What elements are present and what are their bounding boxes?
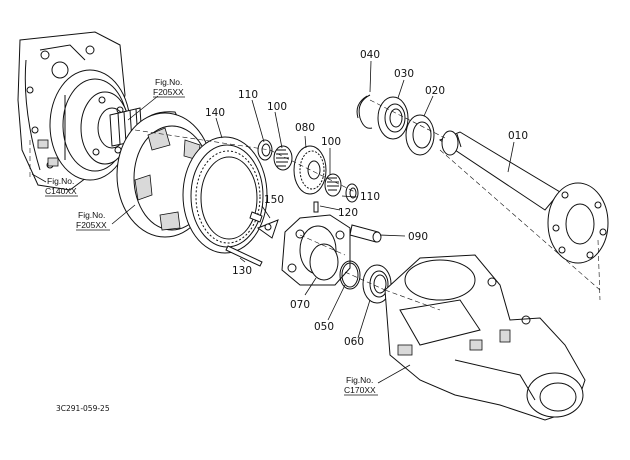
label-120: 120: [338, 207, 358, 219]
label-060: 060: [344, 336, 364, 348]
label-100-left: 100: [267, 101, 287, 113]
fig-ref-f205-top-line1: Fig.No.: [155, 77, 182, 87]
washer-150: [249, 211, 279, 239]
label-080: 080: [295, 122, 315, 134]
label-110-left: 110: [238, 89, 258, 101]
fig-ref-c140-line1: Fig.No.: [47, 176, 74, 186]
fig-ref-c170-line2: C170XX: [344, 385, 376, 395]
fig-ref-f205-left-line1: Fig.No.: [78, 210, 105, 220]
hub-disc: [49, 69, 131, 181]
part-labels: 010 020 030 040 050 060 070 080 090 100 …: [205, 49, 528, 348]
label-130: 130: [232, 265, 252, 277]
assembly-lines: [29, 99, 601, 311]
bearing-030: [377, 96, 409, 140]
label-090: 090: [408, 231, 428, 243]
label-050: 050: [314, 321, 334, 333]
fig-ref-c140-line2: C140XX: [45, 186, 77, 196]
snap-ring-050: [339, 260, 361, 290]
label-040: 040: [360, 49, 380, 61]
ring-gear-140: [182, 136, 268, 254]
figure-references: Fig.No. F205XX Fig.No. C140XX Fig.No. F2…: [45, 77, 378, 396]
label-020: 020: [425, 85, 445, 97]
drawing-code: 3C291-059-25: [56, 404, 110, 413]
axle-housing: [384, 254, 586, 421]
needle-bearing-100-right: [324, 173, 342, 197]
fig-ref-f205-left-line2: F205XX: [76, 220, 107, 230]
bearing-060: [362, 264, 392, 304]
carrier-070: [281, 214, 351, 286]
oil-seal-020: [405, 114, 435, 156]
circlip-040: [356, 94, 373, 129]
label-010: 010: [508, 130, 528, 142]
label-030: 030: [394, 68, 414, 80]
label-070: 070: [290, 299, 310, 311]
label-140: 140: [205, 107, 225, 119]
shaft-090: [349, 224, 382, 243]
axle-shaft-010: [438, 130, 609, 264]
fig-ref-c170-line1: Fig.No.: [346, 375, 373, 385]
needle-bearing-100-left: [273, 145, 293, 171]
label-110-right: 110: [360, 191, 380, 203]
thrust-washer-110-right: [345, 183, 359, 203]
label-100-right: 100: [321, 136, 341, 148]
leader-lines: [31, 60, 515, 384]
fig-ref-f205-top-line2: F205XX: [153, 87, 184, 97]
label-150: 150: [264, 194, 284, 206]
pin-130: [225, 245, 263, 267]
